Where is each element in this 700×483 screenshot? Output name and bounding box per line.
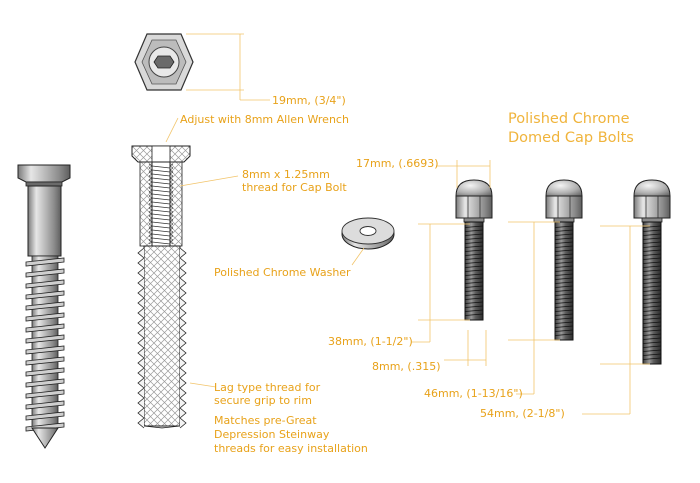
- lag-thread-line-1: Lag type thread for: [214, 381, 321, 394]
- cap-bolt-38: [455, 179, 493, 321]
- nut-dimension-label: 19mm, (3/4"): [272, 94, 346, 107]
- thread-spec-line-1: 8mm x 1.25mm: [242, 168, 330, 181]
- bolt-46-label: 46mm, (1-13/16"): [424, 387, 523, 400]
- shank-diameter-label: 8mm, (.315): [372, 360, 441, 373]
- chrome-washer: [341, 217, 395, 250]
- thread-spec-line-2: thread for Cap Bolt: [242, 181, 347, 194]
- bolt-38-label: 38mm, (1-1/2"): [328, 335, 413, 348]
- cap-head-width-label: 17mm, (.6693): [356, 157, 439, 170]
- lag-bolt: [17, 164, 71, 449]
- steinway-note-line-1: Matches pre-Great: [214, 414, 317, 427]
- cap-bolt-dimension-lines: [412, 160, 650, 415]
- center-callout-lines: [179, 175, 239, 388]
- title-line-1: Polished Chrome: [508, 111, 630, 127]
- nut-dimension-lines: [165, 33, 270, 143]
- lag-thread-line-2: secure grip to rim: [214, 394, 312, 407]
- title-line-2: Domed Cap Bolts: [508, 130, 634, 146]
- washer-label: Polished Chrome Washer: [214, 266, 351, 279]
- cap-bolt-46: [545, 179, 583, 341]
- hex-nut-top-view: [134, 33, 194, 91]
- sectioned-bolt: [131, 145, 191, 429]
- allen-wrench-note: Adjust with 8mm Allen Wrench: [180, 113, 349, 126]
- steinway-note-line-2: Depression Steinway: [214, 428, 330, 441]
- steinway-note-line-3: threads for easy installation: [214, 442, 368, 455]
- bolt-54-label: 54mm, (2-1/8"): [480, 407, 565, 420]
- cap-bolt-54: [633, 179, 671, 365]
- washer-callout-line: [351, 247, 365, 266]
